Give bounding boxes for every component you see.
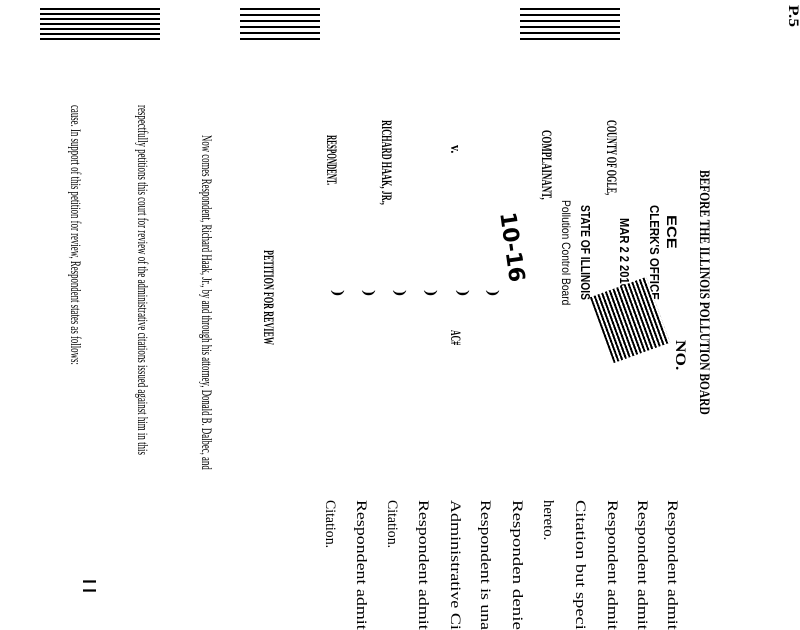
next-column-line: Citation but speci <box>572 500 588 630</box>
stamp-date: MAR 2 2 2010 <box>617 218 632 290</box>
caption-title: BEFORE THE ILLINOIS POLLUTION BOARD <box>696 170 712 415</box>
next-column-line: hereto. <box>540 500 556 541</box>
versus: v. <box>447 145 463 154</box>
paren: ) <box>361 290 377 296</box>
redaction-mark <box>520 8 620 42</box>
redaction-mark <box>40 8 160 42</box>
next-column-line: Respondent admit <box>353 500 369 630</box>
next-column-line: Administrative Ci <box>447 500 463 630</box>
next-column-line: Responden denie <box>509 500 525 630</box>
handwritten-number: 10-16 <box>494 210 529 284</box>
body-line: respectfully petitions this court for re… <box>134 105 150 455</box>
stamp-state: STATE OF ILLINOIS <box>578 205 593 300</box>
case-number: NO. <box>672 340 688 371</box>
next-column-line: Respondent admit <box>604 500 620 630</box>
body-line: Now comes Respondent, Richard Haak, Jr.,… <box>198 135 214 470</box>
plaintiff-name: COUNTY OF OGLE, <box>603 120 619 196</box>
paren: ) <box>330 290 346 296</box>
stamp-line-ece: ECE <box>664 215 680 249</box>
defendant-role: RESPONDENT. <box>323 135 339 186</box>
next-column-line: Respondent admit <box>664 500 680 630</box>
document-heading: PETITION FOR REVIEW <box>260 250 276 346</box>
paren: ) <box>392 290 408 296</box>
paren: ) <box>485 290 501 296</box>
margin-mark: || <box>82 577 98 596</box>
defendant-name: RICHARD HAAK, JR., <box>378 120 394 205</box>
paren: ) <box>423 290 439 296</box>
stamp-board: Pollution Control Board <box>559 200 573 306</box>
next-column-line: Citation. <box>384 500 400 549</box>
case-type: AC# <box>447 330 463 346</box>
next-column-line: Citation. <box>322 500 338 549</box>
plaintiff-role: COMPLAINANT, <box>538 130 554 200</box>
page-number: P.5 <box>785 5 800 28</box>
redaction-mark <box>240 8 320 42</box>
next-column-line: Respondent admit <box>634 500 650 630</box>
paren: ) <box>455 290 471 296</box>
next-column-line: Respondent is una <box>477 500 493 630</box>
next-column-line: Respondent admit <box>415 500 431 630</box>
body-line: cause. In support of this petition for r… <box>67 105 83 365</box>
